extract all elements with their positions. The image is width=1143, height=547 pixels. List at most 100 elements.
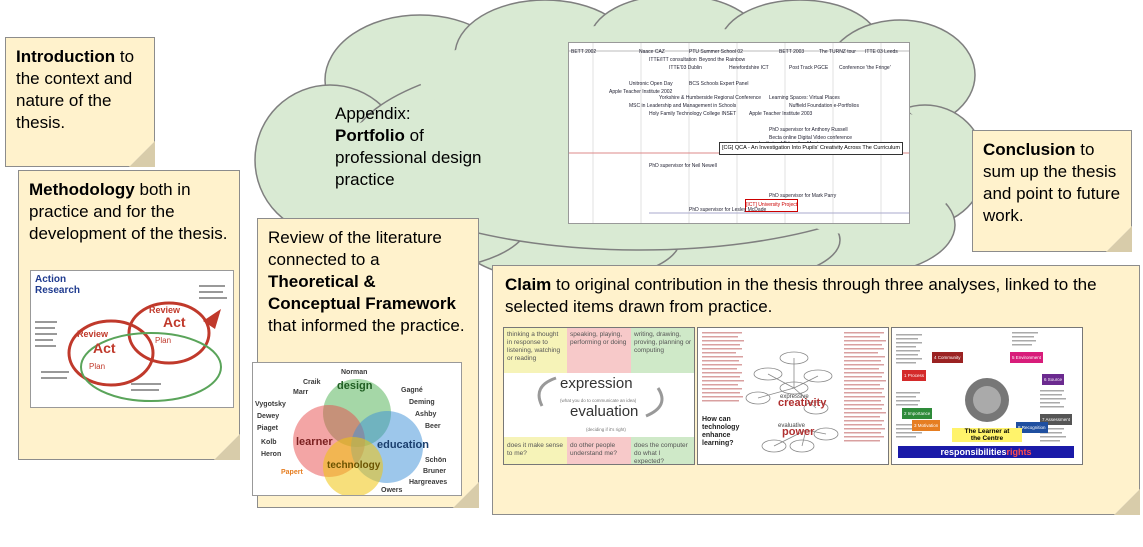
p3-assessment: 7 Assessment <box>1040 414 1073 425</box>
p1-q3: writing, drawing, proving, planning or c… <box>634 331 692 354</box>
timeline-item: BCS Schools Expert Panel <box>689 81 749 87</box>
venn-name-craik: Craik <box>303 379 321 386</box>
action-research-image: Action Research Review Act Plan Review A… <box>30 270 234 408</box>
action-research-spiral <box>35 285 227 402</box>
claim-text: to original contribution in the thesis t… <box>505 275 1097 316</box>
p2-text-lines <box>702 332 886 453</box>
ar-act-label: Act <box>93 340 116 356</box>
venn-name-dewey: Dewey <box>257 413 280 420</box>
p1-evaluation-sub: (deciding if it's right) <box>586 427 626 432</box>
p2-expressive: expressive <box>780 394 809 400</box>
learner-centre-image: 4 Community 5 Environment 1 Process 6 So… <box>891 327 1083 465</box>
methodology-bold: Methodology <box>29 180 135 199</box>
introduction-text: to the context and nature of the thesis. <box>16 47 135 132</box>
timeline-item: PhD supervisor for Anthony Russell <box>769 127 848 133</box>
p3-process: 1 Process <box>902 370 927 381</box>
p3-environment: 5 Environment <box>1010 352 1044 363</box>
p3-recognition: 8 Recognition <box>1016 422 1048 433</box>
p3-responsibilities: responsibilities <box>940 447 1007 457</box>
timeline-item: Apple Teacher Institute 2003 <box>749 111 813 117</box>
timeline-item: ITTE'03 Dublin <box>669 65 702 71</box>
p1-expression: expression <box>560 375 633 392</box>
appendix-text: Appendix: Portfolio of professional desi… <box>335 103 515 191</box>
venn-name-kolb: Kolb <box>261 439 277 446</box>
timeline-item: ITTE 03 Leeds <box>865 49 898 55</box>
p1-q4: does it make sense to me? <box>507 442 564 457</box>
timeline-item: Becta online Digital Video conference <box>769 135 853 141</box>
ar-title-2: Research <box>35 285 81 296</box>
timeline-item: Holy Family Technology College INSET <box>649 111 737 117</box>
p3-banner: responsibilitiesrights <box>898 446 1074 458</box>
ar-title-1: Action <box>35 274 67 285</box>
venn-education: education <box>377 439 429 451</box>
p3-graphics <box>896 332 1066 442</box>
p1-expression-sub: (what you do to communicate an idea) <box>560 398 637 403</box>
venn-name-hargreaves: Hargreaves <box>409 479 448 486</box>
p2-evaluative: evaluative <box>778 423 806 429</box>
claim-bold: Claim <box>505 275 552 294</box>
timeline-item: Nuffield Foundation e-Portfolios <box>789 103 859 109</box>
p2-power: power <box>782 426 815 438</box>
timeline-item: The TURNZ tour <box>819 49 856 55</box>
p3-motivation: 3 Motivation <box>912 420 941 431</box>
ar-title: Action Research <box>35 274 80 296</box>
portfolio-timeline-image: BETT 2002 Naace CAZ PTU Summer School 02 BE… <box>568 42 910 224</box>
ar-plan-sm: Plan <box>155 336 172 345</box>
timeline-item: MSC in Leadership and Management in Scho… <box>629 103 737 109</box>
timeline-item: PhD supervisor for Mark Parry <box>769 193 837 199</box>
timeline-banner: [CG] QCA - An Investigation Into Pupils'… <box>719 142 903 155</box>
ar-review-sm: Review <box>149 305 181 315</box>
ar-act-sm: Act <box>163 314 186 330</box>
venn-name-ashby: Ashby <box>415 411 437 418</box>
literature-pre: Review of the literature connected to a <box>268 228 442 269</box>
appendix-bold: Portfolio <box>335 126 405 145</box>
p3-centre-1: The Learner at <box>964 428 1010 435</box>
creativity-map-image: expressive creativity How can technology… <box>697 327 889 465</box>
timeline-item: ITTE/ITT consultation <box>649 57 697 63</box>
ar-plan-label: Plan <box>89 362 106 371</box>
timeline-item: Beyond the Rainbow <box>699 57 746 63</box>
venn-name-beer: Beer <box>425 423 441 430</box>
venn-name-owers: Owers <box>381 487 403 494</box>
timeline-item: Apple Teacher Institute 2002 <box>609 89 673 95</box>
venn-name-vygotsky: Vygotsky <box>255 401 286 408</box>
timeline-item: Herefordshire ICT <box>729 65 769 71</box>
timeline-item: Yorkshire & Humberside Regional Conferen… <box>659 95 762 101</box>
conclusion-note: Conclusion to sum up the thesis and poin… <box>972 130 1132 252</box>
p2-creativity: creativity <box>778 397 827 409</box>
venn-design: design <box>337 380 373 392</box>
methodology-text: both in practice and for the development… <box>29 180 228 243</box>
timeline-item: BETT 2003 <box>779 49 805 55</box>
p3-centre: The Learner at the Centre <box>952 428 1022 442</box>
venn-name-bruner: Bruner <box>423 468 446 475</box>
conclusion-bold: Conclusion <box>983 140 1076 159</box>
timeline-item: PTU Summer School 02 <box>689 49 743 55</box>
venn-name-marr: Marr <box>293 389 309 396</box>
timeline-item: Naace CAZ <box>639 49 665 55</box>
timeline-item: Post Track PGCE <box>789 65 829 71</box>
appendix-rest: of professional design practice <box>335 126 482 189</box>
venn-name-schon: Schön <box>425 457 447 464</box>
expression-evaluation-image: thinking a thought in response to listen… <box>503 327 695 465</box>
timeline-item: [ICT] University Project <box>745 199 799 212</box>
ar-review-label: Review <box>77 329 109 339</box>
p3-centre-2: the Centre <box>970 435 1004 442</box>
p3-community: 4 Community <box>932 352 963 363</box>
introduction-bold: Introduction <box>16 47 116 66</box>
venn-name-papert: Papert <box>281 469 303 476</box>
timeline-item: BETT 2002 <box>571 49 597 55</box>
timeline-item: PhD supervisor for Lesley McDade <box>689 207 767 213</box>
venn-technology: technology <box>327 460 381 471</box>
introduction-note: Introduction to the context and nature o… <box>5 37 155 167</box>
p1-q1: thinking a thought in response to listen… <box>507 331 561 362</box>
timeline-item: Learning Spaces: Virtual Places <box>769 95 840 101</box>
literature-post: that informed the practice. <box>268 316 465 335</box>
literature-bold: Theoretical & Conceptual Framework <box>268 272 456 313</box>
venn-name-gagne: Gagné <box>401 387 423 394</box>
p1-evaluation: evaluation <box>570 403 639 420</box>
venn-name-norman: Norman <box>341 369 368 376</box>
venn-name-deming: Deming <box>409 399 435 406</box>
p3-source: 6 Source <box>1042 374 1065 385</box>
p1-q6: does the computer do what I expected? <box>634 442 688 465</box>
p1-arrows <box>537 376 664 418</box>
